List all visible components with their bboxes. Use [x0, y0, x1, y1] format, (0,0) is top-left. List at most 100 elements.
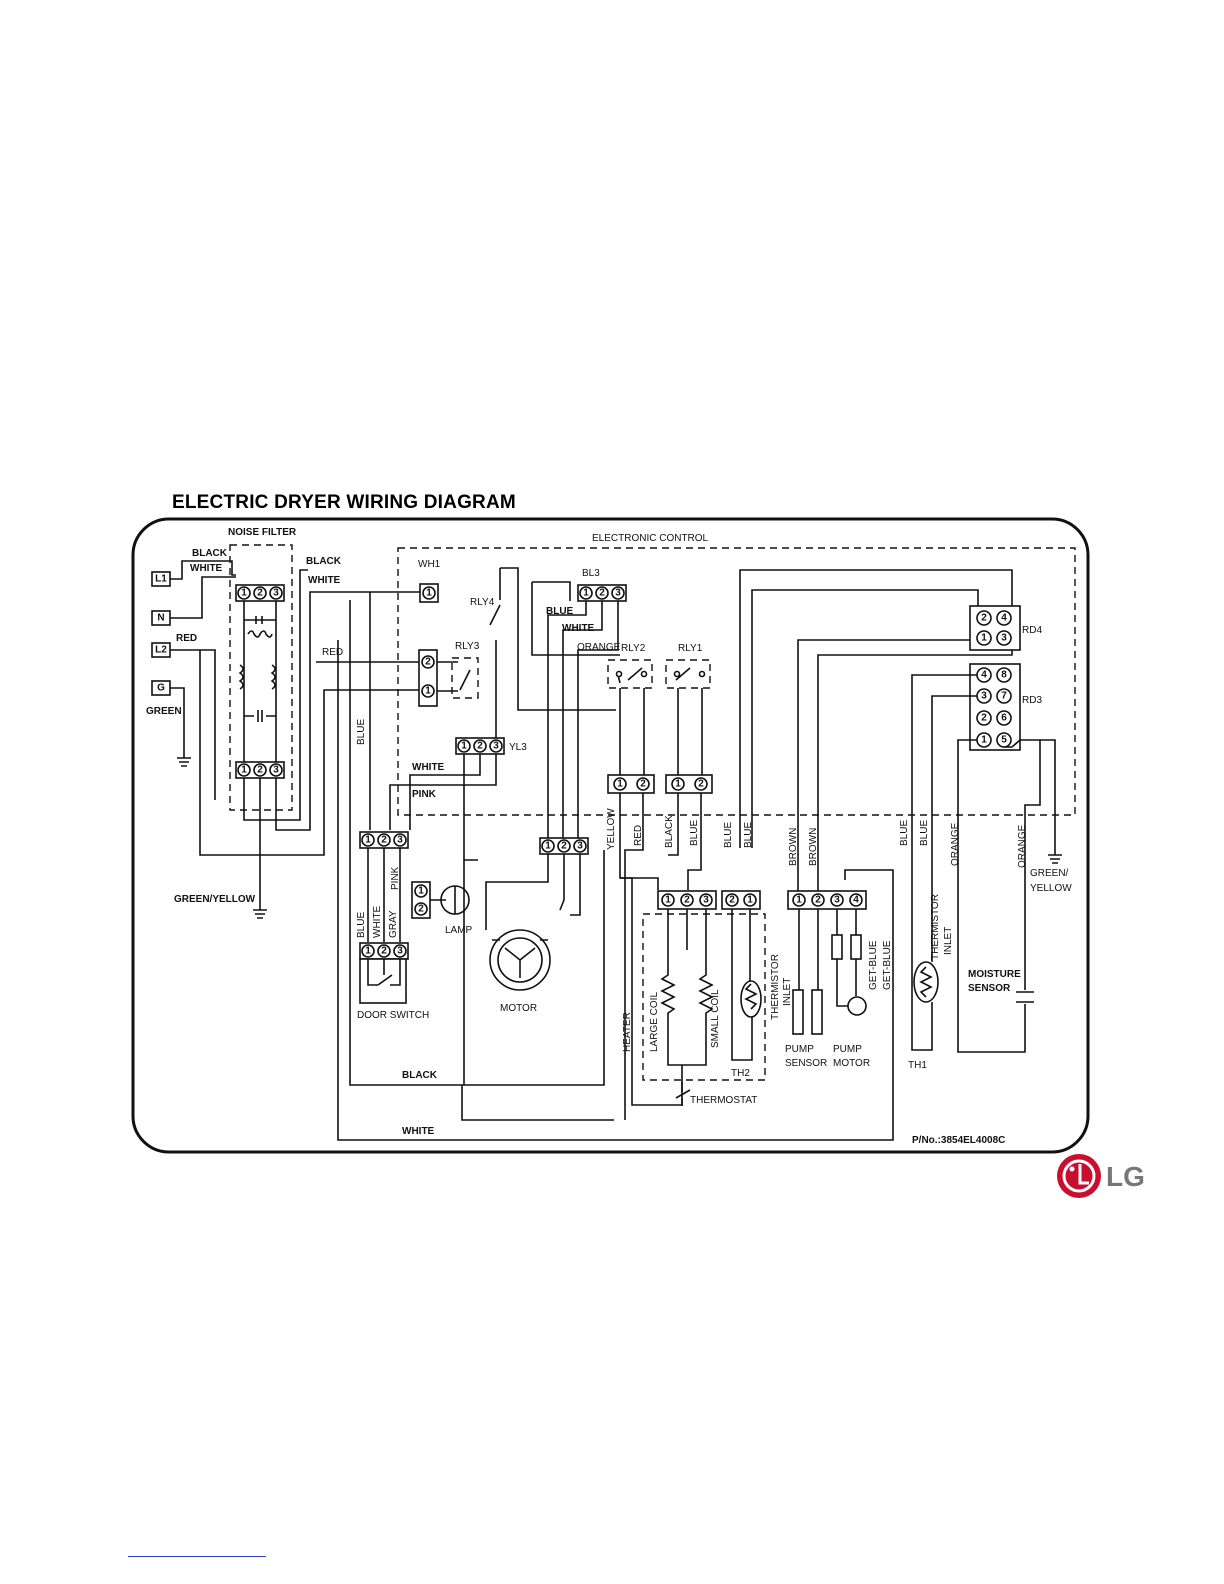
inlet-label-th2: INLET: [782, 978, 793, 1006]
svg-text:2: 2: [477, 741, 483, 752]
rly1-label: RLY1: [678, 643, 703, 654]
red-label-main: RED: [322, 647, 343, 658]
get-blue-label-a: GET-BLUE: [868, 940, 879, 990]
ground-symbol-rd3: [1048, 854, 1062, 864]
svg-text:3: 3: [577, 841, 583, 852]
pump-label-a: PUMP: [785, 1044, 814, 1055]
heater-connector: 1 2 3: [657, 890, 717, 910]
small-coil-label: SMALL COIL: [710, 989, 721, 1048]
svg-text:1: 1: [545, 841, 551, 852]
electronic-control-label: ELECTRONIC CONTROL: [592, 533, 709, 544]
yl3-label: YL3: [509, 742, 527, 753]
svg-text:2: 2: [815, 895, 821, 906]
th1-label: TH1: [908, 1060, 927, 1071]
svg-text:1: 1: [981, 735, 987, 746]
svg-text:2: 2: [425, 657, 431, 668]
svg-text:1: 1: [365, 946, 371, 957]
svg-text:3: 3: [397, 835, 403, 846]
door-switch-icon: [359, 958, 407, 1004]
svg-text:2: 2: [599, 588, 605, 599]
noise-filter-block-top: 1 2 3: [235, 584, 285, 602]
terminal-g-label: G: [157, 683, 165, 694]
svg-text:3: 3: [397, 946, 403, 957]
large-coil-icon: [660, 909, 695, 1066]
black-label-main: BLACK: [306, 556, 342, 567]
svg-text:2: 2: [640, 779, 646, 790]
pink-label-lamp: PINK: [390, 866, 401, 890]
moisture-sensor-icon: [1016, 991, 1034, 1003]
orange-label-a: ORANGE: [950, 822, 961, 866]
svg-text:1: 1: [617, 779, 623, 790]
svg-text:2: 2: [257, 588, 263, 599]
white-label-bl3: WHITE: [562, 623, 595, 634]
green-slash-label: GREEN/: [1030, 868, 1069, 879]
white-label-filter: WHITE: [190, 563, 223, 574]
thermistor-th1-icon: [913, 961, 939, 1003]
orange-label-b: ORANGE: [1017, 824, 1028, 868]
rly2-output-connector: 1 2: [607, 774, 655, 794]
lamp-icon: [430, 885, 470, 915]
svg-text:3: 3: [273, 588, 279, 599]
thermistor-label-th2: THERMISTOR: [770, 954, 781, 1020]
svg-text:1: 1: [583, 588, 589, 599]
heater-box: [642, 913, 766, 1081]
white-label-bottom: WHITE: [402, 1126, 435, 1137]
rly3-connector: 2 1: [418, 649, 438, 707]
motor-label: MOTOR: [500, 1003, 537, 1014]
heater-label: HEATER: [622, 1012, 633, 1052]
svg-text:1: 1: [796, 895, 802, 906]
large-coil-label: LARGE COIL: [649, 992, 660, 1052]
svg-text:1: 1: [241, 588, 247, 599]
rd4-connector: 2 4 1 3: [969, 605, 1021, 651]
yl3-connector: 1 2 3: [455, 737, 505, 755]
black-label-relay: BLACK: [664, 815, 675, 848]
small-coil-icon: [695, 909, 714, 1066]
door-connector-top: 1 2 3: [359, 831, 409, 849]
pump-label-b: PUMP: [833, 1044, 862, 1055]
svg-text:1: 1: [365, 835, 371, 846]
electronic-control-box: [397, 547, 1076, 816]
svg-text:4: 4: [981, 670, 987, 681]
svg-text:3: 3: [615, 588, 621, 599]
svg-text:3: 3: [273, 765, 279, 776]
svg-text:2: 2: [684, 895, 690, 906]
svg-text:5: 5: [1001, 735, 1007, 746]
rly3-label: RLY3: [455, 641, 480, 652]
terminal-l1-label: L1: [155, 574, 167, 585]
blue-label-door: BLUE: [356, 912, 367, 938]
svg-text:3: 3: [493, 741, 499, 752]
sensor-label-pump: SENSOR: [785, 1058, 827, 1069]
svg-text:1: 1: [426, 588, 432, 599]
svg-text:4: 4: [1001, 613, 1007, 624]
pink-label-yl3: PINK: [412, 789, 437, 800]
rd3-label: RD3: [1022, 695, 1042, 706]
moisture-label: MOISTURE: [968, 969, 1021, 980]
green-yellow-label: GREEN/YELLOW: [174, 894, 256, 905]
pump-sensor-probe-a: [792, 989, 804, 1035]
blue-label-left: BLUE: [356, 719, 367, 745]
svg-text:3: 3: [1001, 633, 1007, 644]
noise-filter-box: [229, 544, 293, 811]
white-label-yl3: WHITE: [412, 762, 445, 773]
svg-text:2: 2: [698, 779, 704, 790]
ground-symbol-g: [177, 757, 191, 767]
svg-text:7: 7: [1001, 691, 1007, 702]
wh1-connector: 1: [419, 583, 439, 603]
orange-label-bl3: ORANGE: [577, 642, 621, 653]
bl3-connector: 1 2 3: [577, 584, 627, 602]
svg-text:1: 1: [675, 779, 681, 790]
terminal-n-label: N: [157, 613, 164, 624]
lg-logo-text: LG: [1106, 1161, 1145, 1192]
svg-text:3: 3: [981, 691, 987, 702]
rly2-label: RLY2: [621, 643, 646, 654]
part-number: P/No.:3854EL4008C: [912, 1135, 1005, 1146]
noise-filter-block-bottom: 1 2 3: [235, 761, 285, 779]
terminal-n: N: [151, 610, 171, 626]
inlet-label-th1: INLET: [943, 927, 954, 955]
brown-label-a: BROWN: [788, 828, 799, 866]
terminal-l1: L1: [151, 571, 171, 587]
white-label-main: WHITE: [308, 575, 341, 586]
lamp-connector: 1 2: [411, 881, 431, 919]
thermistor-label-th1: THERMISTOR: [930, 894, 941, 960]
